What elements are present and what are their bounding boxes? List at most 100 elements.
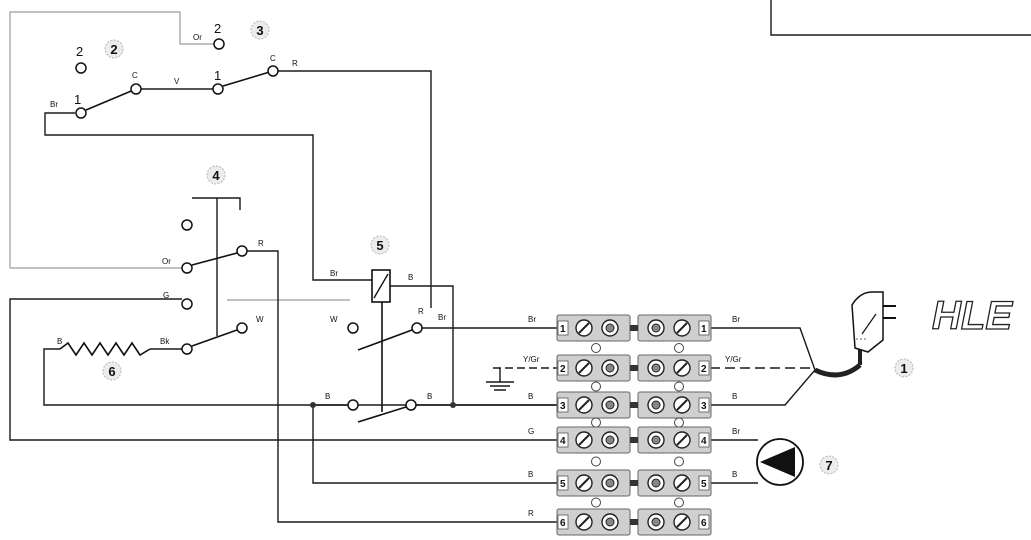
terminal-wire-label: Br xyxy=(732,427,740,436)
wire-label: Or xyxy=(162,257,171,266)
mounting-hole xyxy=(591,343,601,353)
terminal-bridge xyxy=(630,365,638,371)
badge-2: 2 xyxy=(104,39,124,59)
wire-label: Br xyxy=(50,100,58,109)
svg-text:3: 3 xyxy=(256,23,263,38)
wire-label: Br xyxy=(438,313,446,322)
terminal-number: 3 xyxy=(701,401,707,412)
wire-label: W xyxy=(256,315,264,324)
svg-text:7: 7 xyxy=(825,458,832,473)
wire-label: R xyxy=(418,307,424,316)
mounting-hole xyxy=(591,417,601,428)
terminal-number: 4 xyxy=(701,436,707,447)
terminal-number: 5 xyxy=(560,479,566,490)
terminal-wire-label: B xyxy=(732,470,737,479)
position-label: 1 xyxy=(74,92,81,107)
terminal-number: 6 xyxy=(560,518,566,529)
heating-element-icon xyxy=(59,341,151,357)
badge-1: 1 xyxy=(894,358,914,378)
terminal-bridge xyxy=(630,325,638,331)
wire-label: R xyxy=(258,239,264,248)
wire-label: B xyxy=(57,337,62,346)
terminal-wire-label: Br xyxy=(528,315,536,324)
terminal-bridge xyxy=(630,402,638,408)
mounting-hole xyxy=(591,381,601,392)
position-label: 2 xyxy=(214,21,221,36)
terminal-number: 3 xyxy=(560,401,566,412)
badge-3: 3 xyxy=(250,20,270,40)
black-wires xyxy=(9,70,816,523)
wire-label: G xyxy=(163,291,169,300)
switch-contacts xyxy=(75,38,423,423)
terminal-bridge xyxy=(630,480,638,486)
relay-coil xyxy=(371,269,391,303)
grey-wires xyxy=(9,11,350,301)
switch-common-label: C xyxy=(270,54,276,63)
wire-label: V xyxy=(174,77,180,86)
mounting-hole xyxy=(591,456,601,467)
terminal-block-L-2: 2 xyxy=(556,354,631,382)
wire-label: W xyxy=(330,315,338,324)
badge-4: 4 xyxy=(206,165,226,185)
position-label: 2 xyxy=(76,44,83,59)
terminal-number: 4 xyxy=(560,436,566,447)
mounting-hole xyxy=(674,497,684,508)
svg-text:6: 6 xyxy=(108,364,115,379)
terminal-wire-label: Y/Gr xyxy=(725,355,742,364)
terminal-block-L-4: 4 xyxy=(556,426,631,454)
badge-5: 5 xyxy=(370,235,390,255)
wire-label: B xyxy=(408,273,413,282)
wire-label: Or xyxy=(193,33,202,42)
frame-border xyxy=(770,0,1031,36)
terminal-block-L-6: 6 xyxy=(556,508,631,536)
svg-text:2: 2 xyxy=(110,42,117,57)
terminal-block-L-1: 1 xyxy=(556,314,631,342)
plug-icon xyxy=(813,291,896,378)
terminal-wire-label: R xyxy=(528,509,534,518)
badge-7: 7 xyxy=(819,455,839,475)
terminal-wire-label: B xyxy=(528,470,533,479)
terminal-block-R-2: 2 xyxy=(637,354,712,382)
wire-label: B xyxy=(325,392,330,401)
terminal-number: 2 xyxy=(560,364,566,375)
mounting-hole xyxy=(674,381,684,392)
badge-6: 6 xyxy=(102,361,122,381)
terminal-bridge xyxy=(630,437,638,443)
terminal-block-R-4: 4 xyxy=(637,426,712,454)
terminal-block-L-3: 3 xyxy=(556,391,631,419)
terminal-wire-label: Y/Gr xyxy=(523,355,540,364)
terminal-bridge xyxy=(630,519,638,525)
terminal-number: 6 xyxy=(701,518,707,529)
terminal-block-R-3: 3 xyxy=(637,391,712,419)
terminal-wire-label: B xyxy=(528,392,533,401)
terminal-wire-label: Br xyxy=(732,315,740,324)
mounting-hole xyxy=(674,417,684,428)
terminal-blocks: 1 1 2 2 3 3 4 4 5 5 6 6 xyxy=(556,314,712,536)
terminal-wire-label: B xyxy=(732,392,737,401)
terminal-block-R-1: 1 xyxy=(637,314,712,342)
position-label: 1 xyxy=(214,68,221,83)
terminal-block-L-5: 5 xyxy=(556,469,631,497)
pump-icon xyxy=(756,438,804,486)
wire-label: Bk xyxy=(160,337,170,346)
svg-text:4: 4 xyxy=(212,168,220,183)
wire-label: R xyxy=(292,59,298,68)
terminal-number: 2 xyxy=(701,364,707,375)
svg-text:1: 1 xyxy=(900,361,907,376)
junction-dot xyxy=(450,402,456,408)
model-title: HLE xyxy=(932,294,1013,338)
mounting-hole xyxy=(674,343,684,353)
mounting-hole xyxy=(674,456,684,467)
terminal-block-R-5: 5 xyxy=(637,469,712,497)
mounting-hole xyxy=(591,497,601,508)
terminal-block-R-6: 6 xyxy=(637,508,712,536)
wire-label: B xyxy=(427,392,432,401)
switch-common-label: C xyxy=(132,71,138,80)
terminal-number: 1 xyxy=(560,324,566,335)
terminal-wire-label: G xyxy=(528,427,534,436)
terminal-number: 1 xyxy=(701,324,707,335)
svg-text:5: 5 xyxy=(376,238,383,253)
wire-label: Br xyxy=(330,269,338,278)
junction-dot xyxy=(310,402,316,408)
